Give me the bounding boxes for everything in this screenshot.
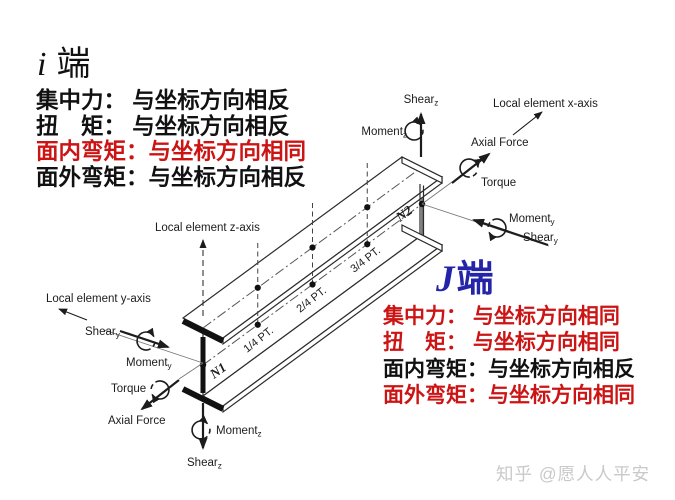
- i-end-rules: 集中力： 与坐标方向相反 扭 矩： 与坐标方向相反 面内弯矩：与坐标方向相同 面…: [36, 88, 306, 190]
- far-web-cap: [419, 184, 425, 238]
- axial-force-arrow-j: [451, 152, 491, 184]
- y-axis-arrow: [58, 308, 88, 321]
- near-section-top-flange: [181, 318, 225, 344]
- rule-line: 扭 矩： 与坐标方向相反: [36, 113, 290, 139]
- moment-y-label-j: Momenty: [509, 213, 556, 227]
- j-end-forces: Shearz Momentz Axial Force Torque Moment…: [361, 94, 559, 247]
- local-x-axis-label: Local element x-axis: [493, 98, 598, 110]
- i-end-letter: i: [37, 46, 47, 83]
- shear-z-label-j: Shearz: [404, 94, 439, 108]
- axial-force-label-i: Axial Force: [108, 415, 166, 427]
- far-top-flange-cap: [401, 156, 443, 184]
- x-axis-arrow: [512, 111, 543, 136]
- near-section-bottom-flange: [181, 386, 225, 412]
- i-end-cn: 端: [56, 46, 91, 83]
- axial-force-label-j: Axial Force: [471, 137, 529, 149]
- shear-y-arrow-i: [119, 329, 170, 349]
- moment-y-label-i: Momenty: [126, 357, 173, 371]
- moment-y-arc-j: [487, 218, 507, 242]
- torque-label-j: Torque: [481, 177, 516, 189]
- i-end-forces: Sheary Momenty Torque Axial Force Moment…: [85, 326, 262, 471]
- rule-line: 面内弯矩：与坐标方向相同: [36, 139, 307, 164]
- rule-line: 面内弯矩：与坐标方向相反: [383, 357, 635, 381]
- quarter-point-dot: [254, 284, 261, 291]
- local-y-axis-label: Local element y-axis: [46, 293, 151, 305]
- j-end-title: J端: [436, 248, 494, 302]
- j-end-rules: 集中力： 与坐标方向相同 扭 矩： 与坐标方向相同 面内弯矩：与坐标方向相反 面…: [383, 304, 635, 409]
- local-z-axis-label: Local element z-axis: [155, 222, 260, 234]
- moment-y-arc-i: [136, 327, 156, 351]
- rule-line: 面外弯矩：与坐标方向相同: [383, 383, 635, 407]
- moment-z-arc-j: [404, 116, 424, 141]
- shear-y-label-j: Sheary: [523, 232, 559, 246]
- quarter-point-dot: [309, 281, 316, 288]
- rule-line: 集中力： 与坐标方向相反: [36, 88, 290, 113]
- moment-z-label-i: Momentz: [216, 425, 262, 439]
- watermark: 知乎 @愿人人平安: [496, 464, 651, 484]
- shear-z-label-i: Shearz: [187, 457, 222, 471]
- torque-label-i: Torque: [111, 383, 146, 395]
- quarter-point-dot: [254, 321, 261, 328]
- rule-line: 面外弯矩：与坐标方向相反: [36, 164, 307, 190]
- moment-z-arc-i: [191, 415, 211, 440]
- rule-line: 扭 矩： 与坐标方向相同: [383, 331, 620, 355]
- j-end-cn: 端: [456, 259, 494, 300]
- axial-force-arrow-i: [140, 379, 180, 411]
- rule-line: 集中力： 与坐标方向相同: [383, 305, 620, 328]
- x-direction-line-i: [178, 362, 204, 380]
- quarter-point-dot: [364, 241, 371, 248]
- quarter-points: [199, 163, 426, 369]
- x-direction-line-j: [421, 181, 453, 205]
- moment-z-label-j: Momentz: [361, 126, 407, 140]
- node-n1-dot: [199, 361, 207, 369]
- shear-y-arrow-j: [472, 218, 549, 247]
- j-end-letter: J: [436, 259, 455, 300]
- local-axes: Local element z-axis Local element x-axi…: [46, 98, 598, 321]
- quarter-point-dot: [309, 244, 316, 251]
- quarter-point-dot: [364, 204, 371, 211]
- shear-y-label-i: Sheary: [85, 326, 121, 340]
- torque-arc-j: [459, 158, 481, 178]
- far-bottom-flange-cap: [401, 224, 443, 252]
